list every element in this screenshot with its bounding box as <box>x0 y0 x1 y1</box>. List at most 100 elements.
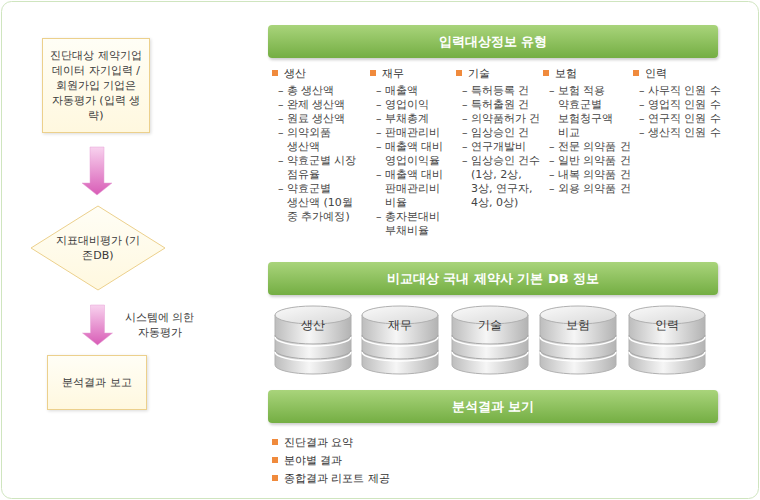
list-item: – 원료 생산액 <box>276 112 362 126</box>
result-item: 분야별 결과 <box>272 454 343 468</box>
edge-label: 시스템에 의한 자동평가 <box>123 310 197 340</box>
cylinder-stripe-light <box>452 352 528 361</box>
list-item: – 완제 생산액 <box>276 98 362 112</box>
cylinder-stripe-light <box>540 352 616 361</box>
result-item: 진단결과 요약 <box>272 436 354 450</box>
orange-bullet <box>370 70 376 76</box>
text-holder: 기술 <box>450 317 530 333</box>
database-cylinder: 재무 <box>360 305 440 377</box>
cylinder-stripe-light <box>362 337 438 346</box>
result-text: 진단결과 요약 <box>284 436 354 449</box>
arrow-shape <box>83 305 113 345</box>
result-text: 종합결과 리포트 제공 <box>284 472 390 485</box>
cylinder-stripe-light <box>540 337 616 346</box>
database-cylinder: 생산 <box>273 305 353 377</box>
database-cylinder: 인력 <box>627 305 707 377</box>
list-item: – 일반 의약품 건 <box>547 154 635 168</box>
info-column: 보험– 보험 적용 약효군별 보험청구액 비교– 전문 의약품 건– 일반 의약… <box>543 67 635 196</box>
list-item: – 영업직 인원 수 <box>637 98 723 112</box>
cylinder-stripe <box>540 350 616 359</box>
orange-bullet <box>272 475 278 481</box>
decision-diamond: 지표대비평가 (기존DB) <box>30 205 166 291</box>
list-item: – 연구개발비 <box>460 140 544 154</box>
result-text: 분야별 결과 <box>284 454 343 467</box>
text-holder: 분석결과 보기 <box>452 398 535 416</box>
list-item: – 사무직 인원 수 <box>637 84 723 98</box>
cylinder-stripe-light <box>275 337 351 346</box>
heading-text: 보험 <box>555 67 577 80</box>
list-item: – 매출액 대비 판매관리비 비율 <box>374 168 456 210</box>
list-item: – 생산직 인원 수 <box>637 126 723 140</box>
info-column: 생산– 총 생산액– 완제 생산액– 원료 생산액– 의약외품 생산액– 약효군… <box>272 67 362 224</box>
cylinder-stripe <box>452 335 528 344</box>
header-band: 비교대상 국내 제약사 기본 DB 정보 <box>268 262 718 295</box>
cylinder-stripe-light <box>629 352 705 361</box>
list-item: – 특허등록 건 <box>460 84 544 98</box>
list-item: – 매출액 <box>374 84 456 98</box>
database-cylinder: 기술 <box>450 305 530 377</box>
orange-bullet <box>272 70 278 76</box>
column-heading: 생산 <box>272 67 362 81</box>
list-item: – 보험 적용 약효군별 보험청구액 비교 <box>547 84 635 140</box>
node-text: 비교대상 국내 제약사 기본 DB 정보 <box>387 270 599 288</box>
cylinder-stripe-light <box>275 352 351 361</box>
header-band: 입력대상정보 유형 <box>268 25 718 58</box>
cylinder-outline <box>450 305 530 377</box>
node-text: 입력대상정보 유형 <box>439 33 548 51</box>
cylinder-outline <box>627 305 707 377</box>
cylinder-outline <box>538 305 618 377</box>
list-item: – 연구직 인원 수 <box>637 112 723 126</box>
list-item: – 매출액 대비 영업이익율 <box>374 140 456 168</box>
cylinder-stripe <box>629 335 705 344</box>
list-item: – 부채총계 <box>374 112 456 126</box>
list-item: – 약효군별 시장 점유율 <box>276 154 362 182</box>
text-holder: 분석결과 보고 <box>62 375 132 390</box>
orange-bullet <box>543 70 549 76</box>
orange-bullet <box>272 439 278 445</box>
node-text: 보험 <box>538 317 618 333</box>
info-column: 기술– 특허등록 건– 특허출원 건– 의약품허가 건– 임상승인 건– 연구개… <box>456 67 544 210</box>
column-heading: 인력 <box>633 67 723 81</box>
block-arrow <box>83 305 113 345</box>
cylinder-outline <box>273 305 353 377</box>
text-holder: 재무 <box>360 317 440 333</box>
cylinder-stripe <box>275 335 351 344</box>
heading-text: 재무 <box>382 67 404 80</box>
heading-text: 인력 <box>645 67 667 80</box>
column-heading: 재무 <box>370 67 456 81</box>
list-item: – 총자본대비 부채비율 <box>374 210 456 238</box>
text-holder: 지표대비평가 (기존DB) <box>54 205 142 291</box>
list-item: – 외용 의약품 건 <box>547 182 635 196</box>
list-item: – 약효군별 생산액 (10월 중 추가예정) <box>276 182 362 224</box>
text-holder: 입력대상정보 유형 <box>439 33 548 51</box>
cylinder-outline <box>360 305 440 377</box>
cylinder-stripe <box>629 350 705 359</box>
result-item: 종합결과 리포트 제공 <box>272 472 390 486</box>
cylinder-stripe-light <box>452 337 528 346</box>
cylinder-stripe-light <box>362 352 438 361</box>
list-item: – 총 생산액 <box>276 84 362 98</box>
text-holder: 진단대상 제약기업 데이터 자기입력 / 회원가입 기업은 자동평가 (입력 생… <box>49 48 143 123</box>
node-text: 기술 <box>450 317 530 333</box>
list-item: – 판매관리비 <box>374 126 456 140</box>
info-column: 인력 – 사무직 인원 수– 영업직 인원 수– 연구직 인원 수– 생산직 인원… <box>633 67 723 140</box>
cylinder-stripe <box>275 350 351 359</box>
block-arrow <box>82 147 112 195</box>
text-holder: 인력 <box>627 317 707 333</box>
node-text: 진단대상 제약기업 데이터 자기입력 / 회원가입 기업은 자동평가 (입력 생… <box>49 48 143 123</box>
text-holder: 생산 <box>273 317 353 333</box>
heading-text: 생산 <box>284 67 306 80</box>
column-heading: 기술 <box>456 67 544 81</box>
arrow-shape <box>82 147 112 195</box>
list-item: – 영업이익 <box>374 98 456 112</box>
text-holder: 비교대상 국내 제약사 기본 DB 정보 <box>387 270 599 288</box>
cylinder-stripe <box>362 350 438 359</box>
info-column: 재무 – 매출액– 영업이익– 부채총계– 판매관리비– 매출액 대비 영업이익율… <box>370 67 456 238</box>
orange-bullet <box>272 457 278 463</box>
node-text: 생산 <box>273 317 353 333</box>
report-box: 분석결과 보고 <box>47 355 147 410</box>
list-item: – 의약품허가 건 <box>460 112 544 126</box>
list-item: – 임상승인 건 <box>460 126 544 140</box>
